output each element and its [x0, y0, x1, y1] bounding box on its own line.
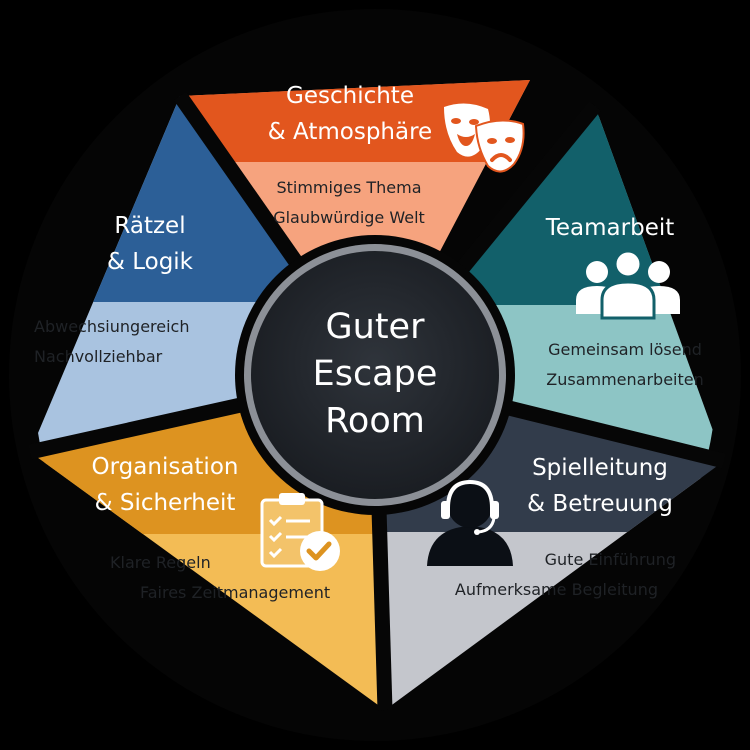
segment-spielleitung-light [375, 375, 717, 710]
segment-organisation-light [33, 375, 385, 710]
team-icon [576, 249, 680, 320]
clipboard-check-icon [260, 493, 340, 571]
hub-disc [251, 251, 499, 499]
headset-icon [427, 479, 513, 566]
center-title-line: Room [325, 400, 425, 441]
theater-masks-icon [444, 103, 525, 173]
center-title: Guter Escape Room [240, 276, 510, 472]
center-title-line: Guter [325, 306, 425, 347]
center-title-line: Escape [312, 353, 438, 394]
